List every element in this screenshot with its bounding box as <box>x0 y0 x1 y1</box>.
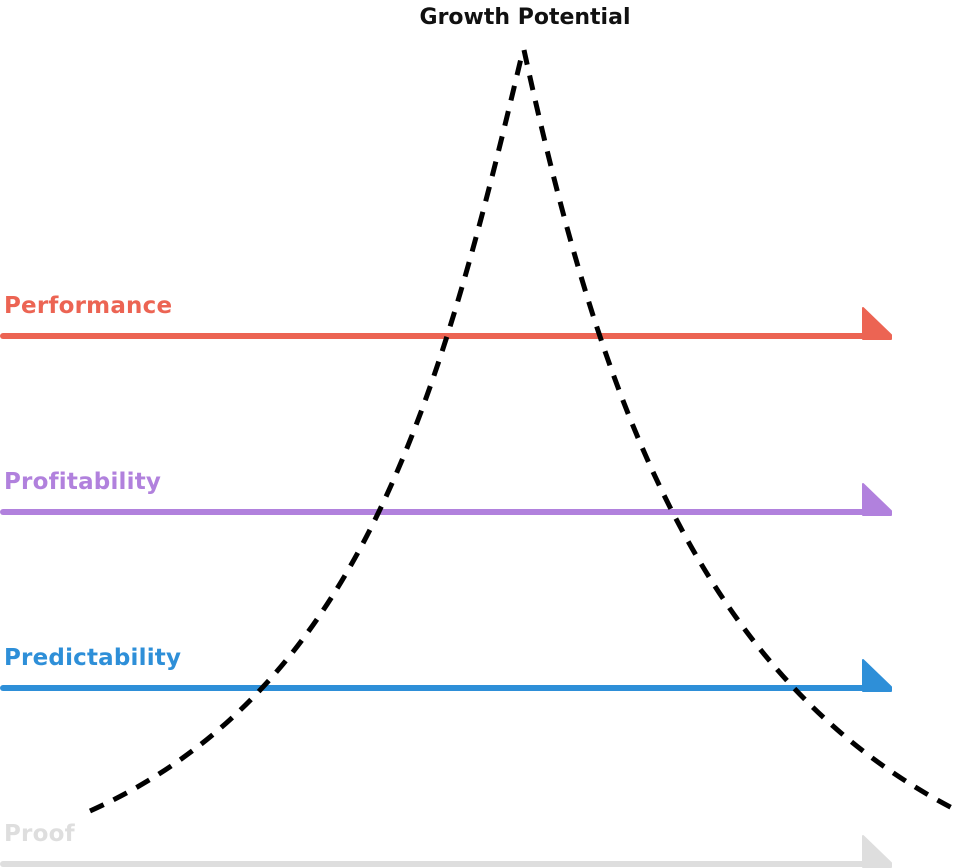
arrow-head-performance <box>862 307 892 340</box>
arrow-head-profitability <box>862 483 892 516</box>
row-label-profitability: Profitability <box>4 469 162 495</box>
arrow-head-predictability <box>862 659 892 692</box>
row-label-proof: Proof <box>4 821 75 847</box>
row-label-performance: Performance <box>4 293 173 319</box>
diagram-title: Growth Potential <box>419 5 631 30</box>
arrow-head-proof <box>862 835 892 868</box>
growth-curve-right <box>521 49 960 814</box>
arrow-lines <box>0 307 892 868</box>
row-label-predictability: Predictability <box>4 645 182 671</box>
growth-curve-left <box>88 49 526 814</box>
